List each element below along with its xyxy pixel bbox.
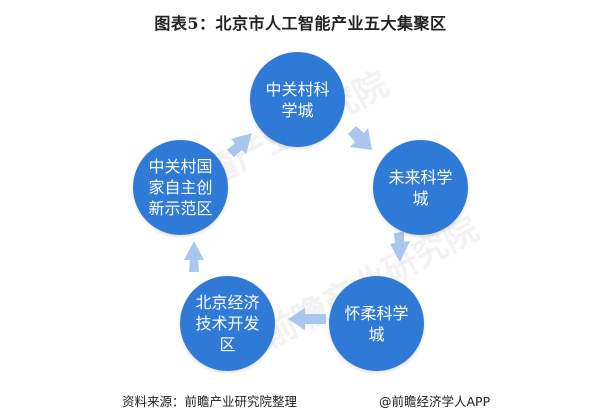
node-label: 未来科学城 bbox=[388, 167, 453, 208]
node-zhongguancun-national-innovation-zone: 中关村国家自主创新示范区 bbox=[133, 140, 228, 235]
node-huairou-science-city: 怀柔科学城 bbox=[329, 276, 424, 371]
source-note: 资料来源：前瞻产业研究院整理 bbox=[122, 394, 298, 409]
arrow-2-to-3 bbox=[390, 232, 410, 262]
node-beijing-economic-development-zone: 北京经济技术开发区 bbox=[180, 276, 275, 371]
node-label: 中关村科学城 bbox=[265, 79, 330, 120]
brand-note: @前瞻经济学人APP bbox=[379, 394, 491, 409]
arrow-1-to-2 bbox=[348, 126, 372, 150]
node-label: 中关村国家自主创新示范区 bbox=[148, 157, 213, 218]
arrow-3-to-4 bbox=[288, 308, 326, 330]
node-label: 北京经济技术开发区 bbox=[195, 293, 260, 354]
node-future-science-city: 未来科学城 bbox=[373, 140, 468, 235]
chart-title: 图表5：北京市人工智能产业五大集聚区 bbox=[154, 14, 447, 33]
arrow-4-to-5 bbox=[184, 241, 204, 272]
node-zhongguancun-science-city: 中关村科学城 bbox=[250, 52, 345, 147]
node-label: 怀柔科学城 bbox=[344, 303, 409, 344]
arrow-5-to-1 bbox=[227, 133, 252, 157]
